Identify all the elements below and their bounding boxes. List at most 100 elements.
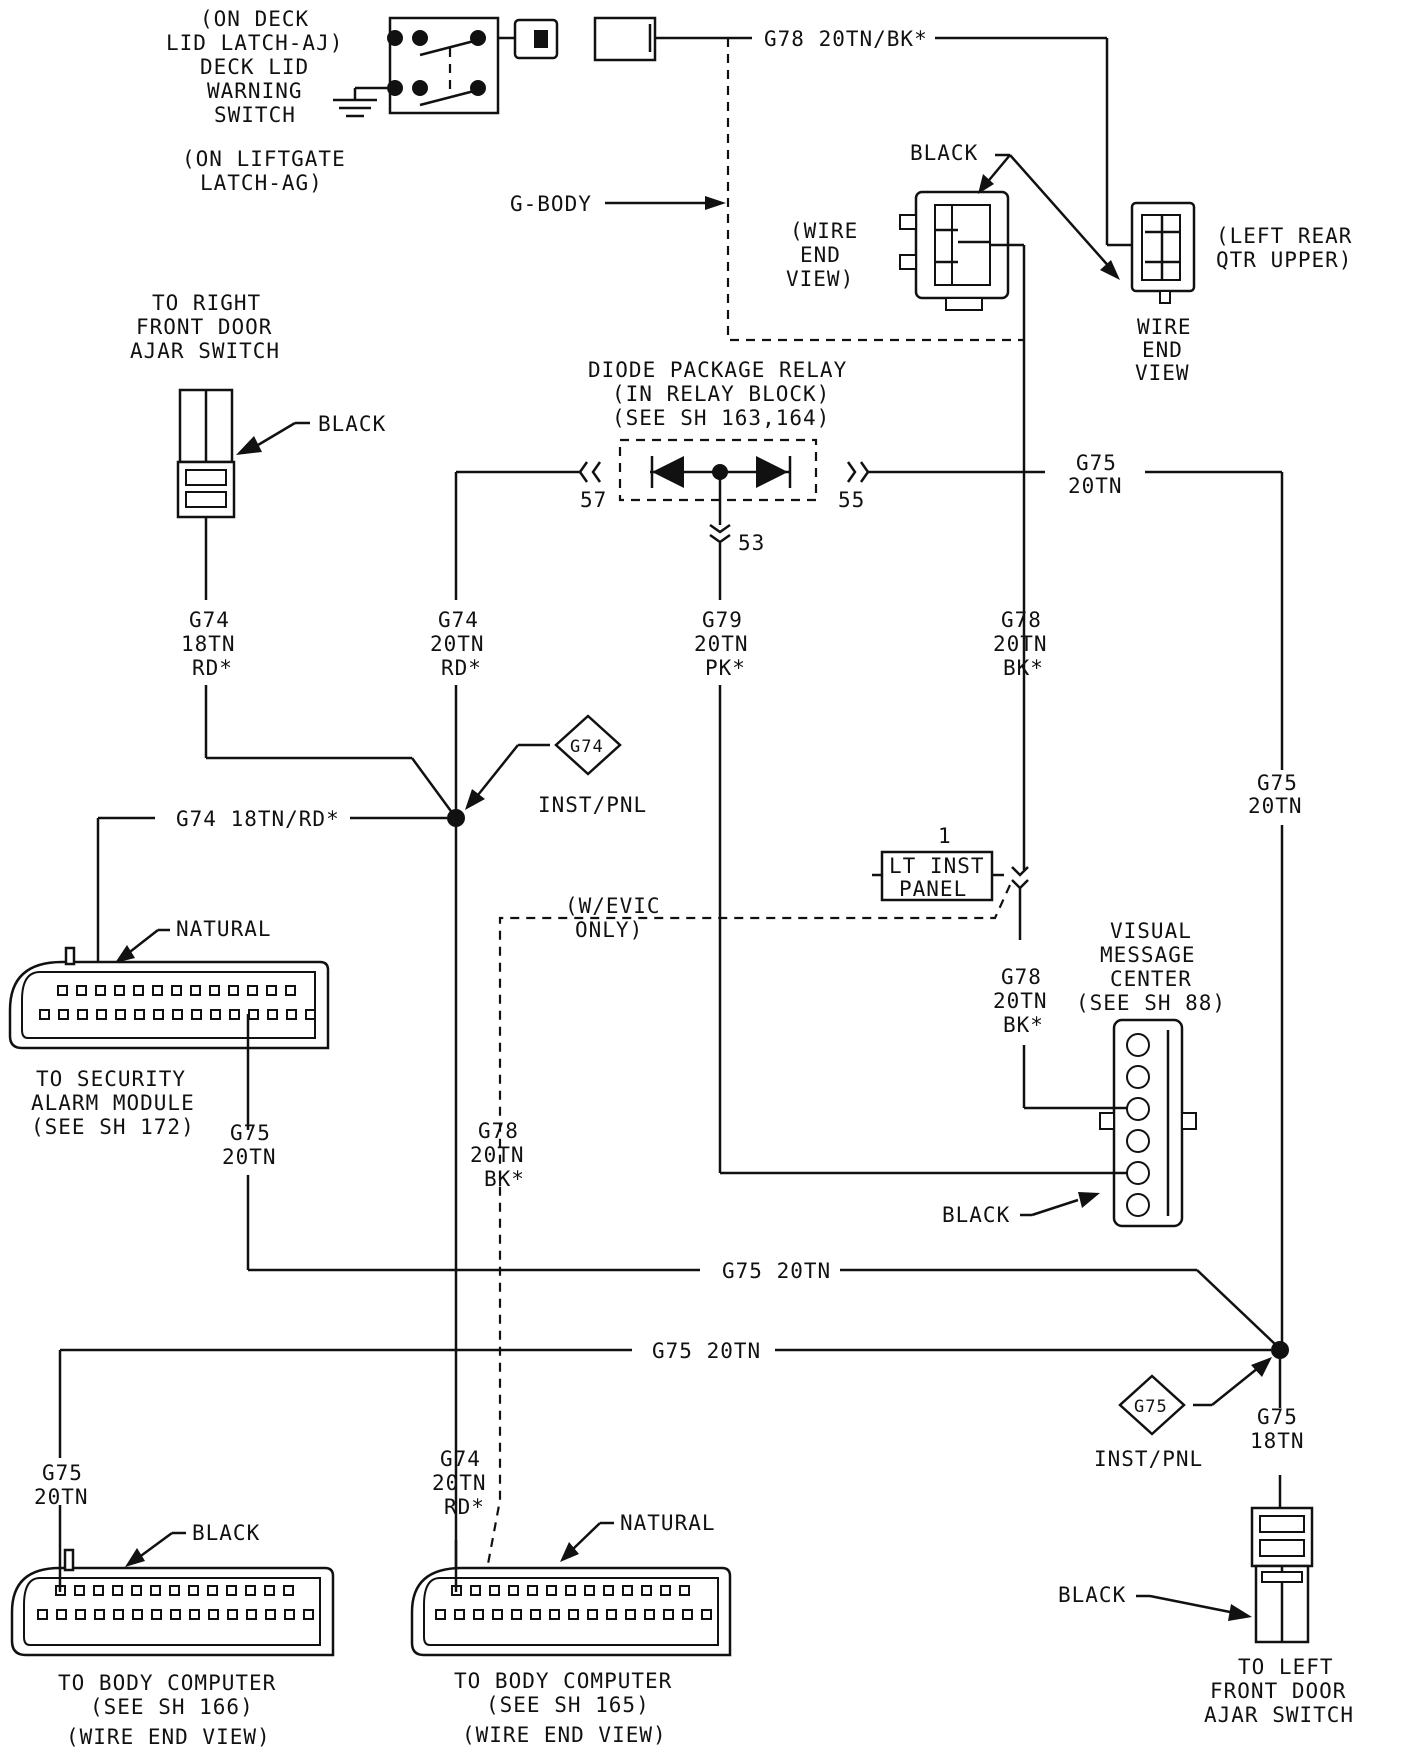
security-label-1: TO SECURITY bbox=[36, 1067, 186, 1091]
connector-pin bbox=[663, 1609, 674, 1620]
connector-pin bbox=[701, 1609, 712, 1620]
lf-door-switch bbox=[1250, 1506, 1314, 1644]
connector-pin bbox=[133, 985, 144, 996]
deck-switch-label-6: (ON LIFTGATE bbox=[182, 147, 346, 171]
connector-pin bbox=[228, 985, 239, 996]
bc166-label-2: (SEE SH 166) bbox=[90, 1695, 254, 1719]
connector-pin bbox=[492, 1609, 503, 1620]
g74-18-label-3: RD* bbox=[192, 656, 233, 680]
g75-right-2: 20TN bbox=[1248, 794, 1303, 818]
g78-a-label-1: G78 bbox=[1001, 608, 1042, 632]
connector-pin bbox=[246, 1609, 257, 1620]
connector-pin bbox=[190, 985, 201, 996]
relay-pin-53: 53 bbox=[738, 531, 765, 555]
black-vmc-label: BLACK bbox=[942, 1203, 1010, 1227]
bc166-label-1: TO BODY COMPUTER bbox=[58, 1671, 276, 1695]
lf-door-label-1: TO LEFT bbox=[1238, 1655, 1334, 1679]
connector-pin bbox=[93, 1585, 104, 1596]
connector-pin bbox=[568, 1609, 579, 1620]
natural-top-label: NATURAL bbox=[176, 917, 272, 941]
connector-pin bbox=[74, 1585, 85, 1596]
g75-bc-label-2: 20TN bbox=[34, 1485, 89, 1509]
connector-pin bbox=[546, 1585, 557, 1596]
black-bc-leader bbox=[125, 1531, 186, 1567]
connector-pin bbox=[131, 1585, 142, 1596]
deck-switch-label-1: (ON DECK bbox=[200, 7, 309, 31]
g74-bc-label-1: G74 bbox=[440, 1447, 481, 1471]
connector-pin bbox=[264, 1585, 275, 1596]
connector-pin bbox=[283, 1585, 294, 1596]
connector-pin bbox=[682, 1609, 693, 1620]
black-vmc-leader bbox=[1020, 1192, 1100, 1217]
connector-pin bbox=[549, 1609, 560, 1620]
lt-panel-label-1: LT INST bbox=[889, 854, 985, 878]
lt-panel-label-2: PANEL bbox=[899, 877, 967, 901]
bc-wires bbox=[58, 1505, 458, 1592]
left-rear-label-1: (LEFT REAR bbox=[1216, 224, 1352, 248]
connector-pin bbox=[114, 985, 125, 996]
rf-door-label-1: TO RIGHT bbox=[152, 291, 261, 315]
connector-pin bbox=[226, 1585, 237, 1596]
relay-pin-57: 57 bbox=[580, 488, 607, 512]
splice-g75-label: INST/PNL bbox=[1094, 1447, 1203, 1471]
connector-pin bbox=[248, 1009, 259, 1020]
connector-pin bbox=[112, 1585, 123, 1596]
vmc-label-3: CENTER bbox=[1110, 967, 1192, 991]
connector-pin bbox=[267, 1009, 278, 1020]
g75-bc-label-1: G75 bbox=[42, 1461, 83, 1485]
g75-h2-label: G75 20TN bbox=[652, 1339, 761, 1363]
g79-label-3: PK* bbox=[705, 656, 746, 680]
connector-pin bbox=[606, 1609, 617, 1620]
splice-g74-tag: G74 bbox=[570, 737, 604, 757]
wire-end-mid-2: END bbox=[800, 243, 841, 267]
g75-sec-label-2: 20TN bbox=[222, 1145, 277, 1169]
deck-switch-label-5: SWITCH bbox=[214, 103, 296, 127]
diode-relay bbox=[454, 438, 1284, 770]
connector-pin bbox=[209, 985, 220, 996]
connector-pin bbox=[172, 1009, 183, 1020]
bc165-label-2: (SEE SH 165) bbox=[486, 1693, 650, 1717]
connector-pin bbox=[170, 1609, 181, 1620]
connector-pin bbox=[207, 1585, 218, 1596]
g75-18-label-2: 18TN bbox=[1250, 1429, 1305, 1453]
connector-pin bbox=[113, 1609, 124, 1620]
g78-a-label-2: 20TN bbox=[993, 632, 1048, 656]
g74-bc-label-3: RD* bbox=[444, 1495, 485, 1519]
g74-20-label-2: 20TN bbox=[430, 632, 485, 656]
connector-pin bbox=[247, 985, 258, 996]
rf-door-label-3: AJAR SWITCH bbox=[130, 339, 280, 363]
connector-pin bbox=[266, 985, 277, 996]
connector-pin bbox=[454, 1609, 465, 1620]
connector-pin bbox=[489, 1585, 500, 1596]
connector-pin bbox=[150, 1585, 161, 1596]
black-top-label: BLACK bbox=[910, 141, 978, 165]
connector-pin bbox=[115, 1009, 126, 1020]
vmc-label-4: (SEE SH 88) bbox=[1076, 991, 1226, 1015]
security-pins bbox=[39, 985, 316, 1020]
rf-door-switch bbox=[176, 388, 310, 600]
g-body-label: G-BODY bbox=[510, 192, 592, 216]
connector-pin bbox=[435, 1609, 446, 1620]
evic-label-1: (W/EVIC bbox=[565, 894, 661, 918]
g-body-boundary bbox=[605, 38, 1024, 342]
connector-pin bbox=[151, 1609, 162, 1620]
connector-pin bbox=[679, 1585, 690, 1596]
connector-pin bbox=[153, 1009, 164, 1020]
g75-upper-1: G75 bbox=[1076, 451, 1117, 475]
g74-18-label-1: G74 bbox=[189, 608, 230, 632]
natural-bc-leader bbox=[560, 1521, 614, 1562]
connector-pin bbox=[188, 1585, 199, 1596]
rf-door-label-2: FRONT DOOR bbox=[136, 315, 272, 339]
connector-pin bbox=[57, 985, 68, 996]
g78-b-label-2: 20TN bbox=[993, 989, 1048, 1013]
connector-pin bbox=[265, 1609, 276, 1620]
connector-pin bbox=[286, 1009, 297, 1020]
g75-right-1: G75 bbox=[1257, 771, 1298, 795]
security-label-2: ALARM MODULE bbox=[31, 1091, 195, 1115]
deck-switch-label-4: WARNING bbox=[207, 79, 303, 103]
wire-end-right-2: END bbox=[1142, 338, 1183, 362]
splice-g74-label: INST/PNL bbox=[538, 793, 647, 817]
connector-pin bbox=[77, 1009, 88, 1020]
relay-label-2: (IN RELAY BLOCK) bbox=[612, 382, 830, 406]
g74-18-label-2: 18TN bbox=[181, 632, 236, 656]
